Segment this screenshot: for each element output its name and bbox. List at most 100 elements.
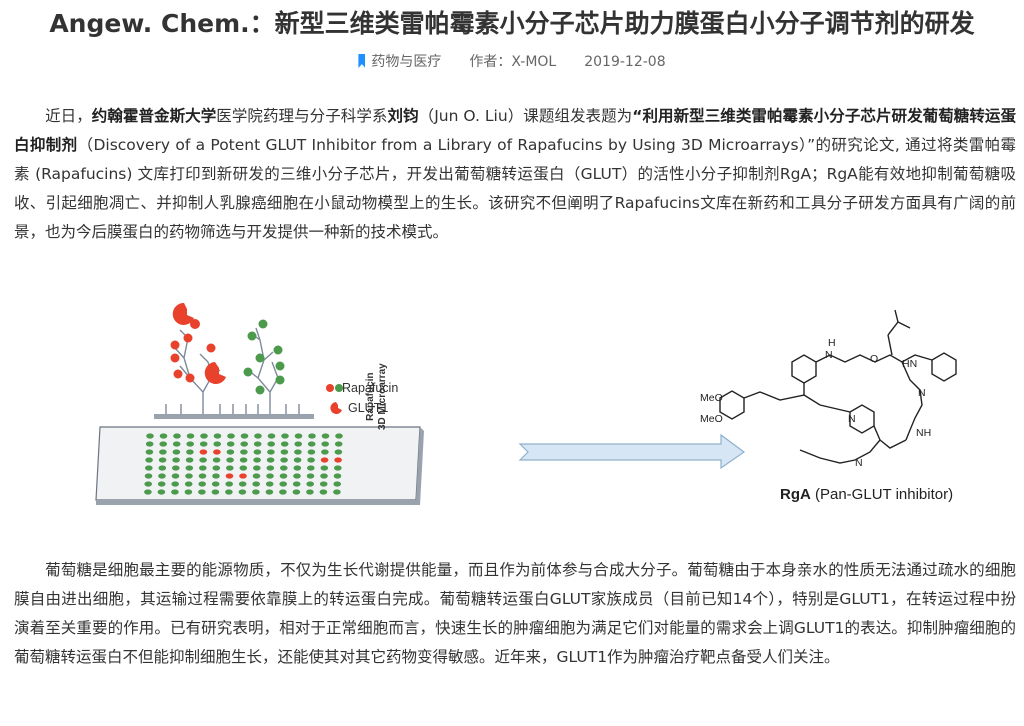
paper-title-cn: “利用新型三维类雷帕霉素小分子芯片研发葡萄糖转运蛋白抑制剂	[14, 107, 1016, 154]
microarray-spot	[279, 489, 287, 495]
legend-glut1: GLUT1	[348, 401, 389, 415]
microarray-spot	[213, 433, 222, 439]
microarray-spot	[226, 449, 235, 455]
microarray-spot	[280, 465, 288, 471]
atom-label-nh: NH	[916, 427, 931, 439]
microarray-spot	[172, 441, 181, 447]
microarray-spot	[280, 457, 288, 463]
category-link[interactable]: 药物与医疗	[371, 54, 442, 70]
microarray-spot	[334, 457, 342, 463]
microarray-spot	[306, 473, 315, 479]
microarray-spot	[335, 433, 343, 439]
microarray-spot	[159, 433, 168, 439]
microarray-spot	[252, 489, 260, 495]
microarray-spot	[239, 473, 247, 479]
microarray-spot	[267, 441, 275, 447]
atom-label-meo: MeO	[700, 392, 723, 404]
microarray-spot	[334, 465, 342, 471]
microarray-spot	[227, 433, 235, 439]
figure-graphic: MeO MeO H N HN N NH N N O	[95, 302, 957, 505]
microarray-spot	[212, 465, 221, 471]
microarray-spot	[267, 433, 276, 439]
microarray-spot	[293, 465, 302, 471]
microarray-spot	[144, 473, 153, 479]
chip-label-line2: 3D Microarray	[377, 363, 388, 430]
microarray-spot	[212, 457, 221, 463]
microarray-spot	[321, 441, 329, 447]
microarray-spot	[252, 481, 260, 487]
membrane-plate	[154, 414, 314, 419]
text: 近日，	[45, 107, 92, 125]
text: 医学院药理与分子科学系	[216, 107, 388, 125]
text: （Discovery of a Potent GLUT Inhibitor fr…	[14, 136, 1016, 241]
microarray-spot	[185, 465, 194, 471]
microarray-spot	[145, 457, 153, 463]
microarray-spot	[252, 473, 261, 479]
microarray-spot	[308, 433, 316, 439]
microarray-spot	[157, 489, 166, 495]
microarray-spot	[240, 449, 248, 455]
microarray-spot	[171, 481, 179, 487]
microarray-spot	[171, 489, 179, 495]
microarray-spot	[146, 433, 154, 439]
microarray-spot	[172, 457, 180, 463]
microarray-spot	[253, 457, 261, 463]
atom-label-n: N	[855, 457, 863, 469]
microarray-spot	[226, 441, 235, 447]
microarray-spot	[212, 473, 220, 479]
microarray-spot	[199, 457, 207, 463]
microarray-spot	[198, 473, 207, 479]
microarray-spot	[307, 457, 315, 463]
microarray-spot	[184, 489, 193, 495]
microarray-spot	[158, 465, 167, 471]
microarray-spot	[199, 449, 208, 455]
microarray-spot	[307, 449, 316, 455]
legend-red-star	[326, 384, 334, 392]
microarray-spot	[184, 481, 193, 487]
author: 作者：X-MOL	[469, 54, 557, 70]
legend-glut1	[330, 402, 342, 414]
microarray-spot	[158, 473, 166, 479]
compound-caption: RgA (Pan-GLUT inhibitor)	[780, 486, 953, 503]
chip-label-line1: Rapafucin	[365, 372, 376, 421]
microarray-spot	[240, 441, 248, 447]
microarray-spot	[292, 489, 301, 495]
microarray-spot	[186, 449, 194, 455]
microarray-spot	[320, 465, 329, 471]
microarray-spot	[185, 473, 193, 479]
microarray-spot	[213, 441, 221, 447]
microarray-spot	[280, 449, 289, 455]
bookmark-icon	[358, 54, 366, 68]
microarray-spot	[321, 449, 329, 455]
article-title: Angew. Chem.：新型三维类雷帕霉素小分子芯片助力膜蛋白小分子调节剂的研…	[49, 9, 975, 38]
microarray-spot	[320, 473, 328, 479]
microarray-spot	[294, 433, 303, 439]
university-name: 约翰霍普金斯大学	[91, 107, 217, 125]
microarray-spot	[173, 433, 181, 439]
microarray-spot	[200, 433, 208, 439]
microarray-spot	[238, 481, 247, 487]
microarray-spot	[293, 457, 302, 463]
microarray-spot	[186, 441, 194, 447]
microarray-spot	[226, 465, 234, 471]
microarray-spot	[198, 489, 206, 495]
microarray-spot	[239, 457, 248, 463]
microarray-spot	[253, 441, 262, 447]
microarray-spot	[199, 465, 207, 471]
microarray-spot	[294, 441, 302, 447]
microarray-spot	[294, 449, 302, 455]
microarray-spot	[279, 481, 287, 487]
atom-label-h: H	[828, 337, 836, 349]
atom-labels: MeO MeO H N HN N NH N N O	[700, 337, 931, 469]
microarray-spot	[279, 473, 288, 479]
article-figure: MeO MeO H N HN N NH N N O Rapafucin GLUT…	[80, 300, 980, 525]
microarray-spot	[159, 441, 167, 447]
atom-label-o: O	[870, 353, 878, 365]
microarray-spot	[265, 481, 274, 487]
microarray-spot	[281, 433, 289, 439]
compound-description: (Pan-GLUT inhibitor)	[815, 486, 954, 503]
microarray-spot	[171, 473, 180, 479]
microarray-spot	[334, 441, 343, 447]
microarray-spot	[253, 465, 261, 471]
